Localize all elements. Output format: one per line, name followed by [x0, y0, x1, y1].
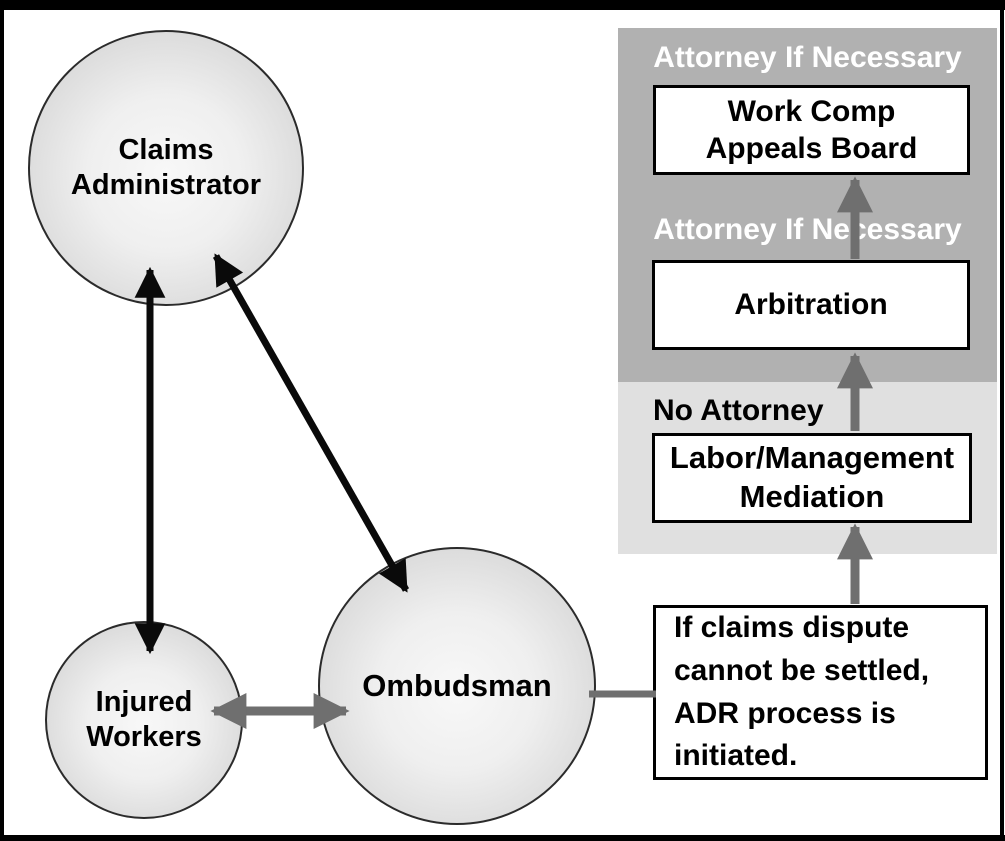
injured-workers-line1: Injured — [95, 686, 193, 719]
work-comp-appeals-board-box: Work Comp Appeals Board — [653, 85, 970, 175]
adr-trigger-line3: ADR process is — [674, 696, 896, 730]
claims-administrator-circle: Claims Administrator — [28, 30, 304, 306]
arrow-claims-admin-ombudsman — [212, 253, 410, 593]
adr-trigger-box: If claims dispute cannot be settled, ADR… — [653, 605, 988, 780]
frame-top-bar — [0, 0, 1005, 10]
adr-trigger-line2: cannot be settled, — [674, 653, 930, 687]
ombudsman-label: Ombudsman — [362, 668, 552, 704]
injured-workers-circle: Injured Workers — [45, 621, 243, 819]
arbitration-label: Arbitration — [734, 288, 888, 322]
no-attorney-label: No Attorney — [653, 394, 824, 427]
mediation-line1: Labor/Management — [669, 440, 955, 476]
adr-trigger-line4: initiated. — [674, 739, 798, 773]
attorney-if-necessary-label-top: Attorney If Necessary — [653, 41, 962, 74]
arbitration-box: Arbitration — [652, 260, 970, 350]
claims-administrator-line1: Claims — [118, 134, 214, 167]
labor-management-mediation-box: Labor/Management Mediation — [652, 433, 972, 523]
adr-trigger-line1: If claims dispute — [674, 611, 910, 645]
frame-left-border — [0, 10, 4, 841]
frame-right-border — [1000, 10, 1004, 835]
attorney-if-necessary-label-mid: Attorney If Necessary — [653, 213, 962, 246]
frame-bottom-border — [0, 835, 1005, 841]
mediation-line2: Mediation — [739, 479, 885, 514]
ombudsman-circle: Ombudsman — [318, 547, 596, 825]
claims-administrator-line2: Administrator — [70, 169, 262, 201]
work-comp-line1: Work Comp — [727, 94, 896, 128]
injured-workers-line2: Workers — [86, 721, 202, 753]
work-comp-line2: Appeals Board — [705, 132, 918, 165]
